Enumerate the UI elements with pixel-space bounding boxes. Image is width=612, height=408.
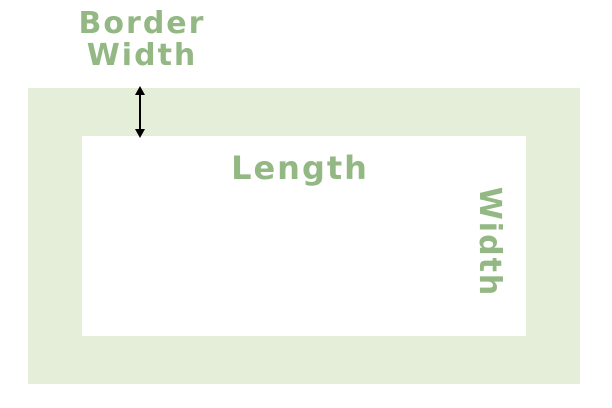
inner-rectangle <box>82 136 526 336</box>
width-label: Width <box>472 186 507 298</box>
border-width-label-line-1: Border <box>78 6 206 41</box>
border-width-label-line-2: Width <box>86 38 198 73</box>
double-headed-vertical-arrow-icon <box>135 86 145 138</box>
length-label: Length <box>231 149 369 187</box>
border-width-label: Border Width <box>62 8 222 72</box>
